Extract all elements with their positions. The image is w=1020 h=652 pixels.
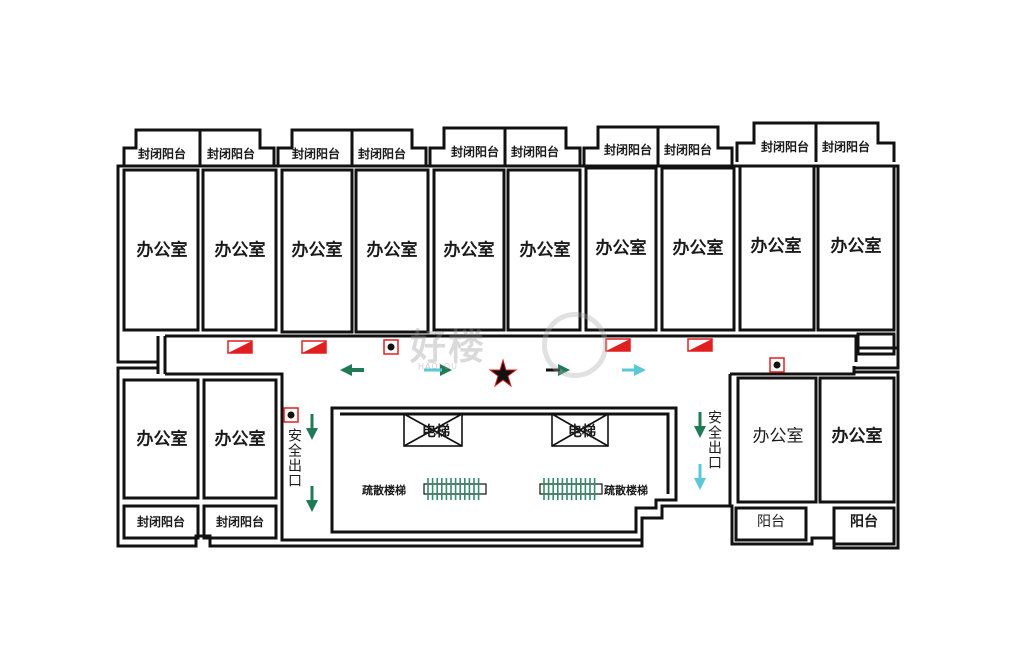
- balcony-label: 封闭阳台: [291, 147, 341, 161]
- office-label: 办公室: [291, 240, 343, 261]
- office-label: 办公室: [672, 238, 724, 259]
- office-label: 办公室: [443, 240, 495, 261]
- office-label: 办公室: [831, 426, 883, 447]
- fire-sign-icon: [227, 338, 713, 354]
- safety-exit-label: 安全出口: [286, 428, 302, 488]
- office-label: 办公室: [366, 240, 418, 261]
- balcony-label: 阳台: [757, 514, 785, 530]
- office-label: 办公室: [214, 429, 266, 450]
- location-star-icon: [488, 358, 518, 388]
- alarm-point-icon: [283, 339, 785, 423]
- elevator-label: 电梯: [422, 424, 450, 440]
- safety-exit-label: 安全出口: [706, 410, 722, 470]
- balcony-label: 封闭阳台: [136, 515, 186, 529]
- outer-wall: [116, 164, 900, 550]
- balcony-label: 阳台: [850, 514, 878, 530]
- top-balcony-block: [122, 128, 276, 166]
- office-label: 办公室: [136, 240, 188, 261]
- office-label: 办公室: [136, 429, 188, 450]
- balcony-label: 封闭阳台: [603, 143, 653, 157]
- balcony-label: 封闭阳台: [215, 515, 265, 529]
- balcony-label: 封闭阳台: [206, 147, 256, 161]
- balcony-label: 封闭阳台: [663, 143, 713, 157]
- elevator-shaft: [403, 413, 609, 447]
- balcony-label: 封闭阳台: [357, 147, 407, 161]
- exit-arrow-icon: [306, 364, 706, 512]
- office-label: 办公室: [750, 236, 802, 257]
- core-wall: [330, 406, 678, 534]
- balcony-label: 封闭阳台: [821, 140, 871, 154]
- corridor-wall: [165, 372, 642, 542]
- office-label: 办公室: [595, 238, 647, 259]
- office-label: 办公室: [519, 240, 571, 261]
- stairs-label: 疏散楼梯: [362, 484, 406, 497]
- office-label: 办公室: [214, 240, 266, 261]
- corridor-wall: [165, 334, 898, 350]
- balcony-label: 封闭阳台: [450, 145, 500, 159]
- elevator-label: 电梯: [568, 424, 596, 440]
- balcony-label: 封闭阳台: [137, 147, 187, 161]
- stairs-icon: [423, 478, 603, 500]
- corridor-wall: [730, 366, 856, 376]
- balcony-label: 封闭阳台: [760, 140, 810, 154]
- office-label: 办公室: [830, 236, 882, 257]
- balcony-label: 封闭阳台: [510, 145, 560, 159]
- stairs-label: 疏散楼梯: [604, 484, 648, 497]
- office-label: 办公室: [752, 426, 804, 447]
